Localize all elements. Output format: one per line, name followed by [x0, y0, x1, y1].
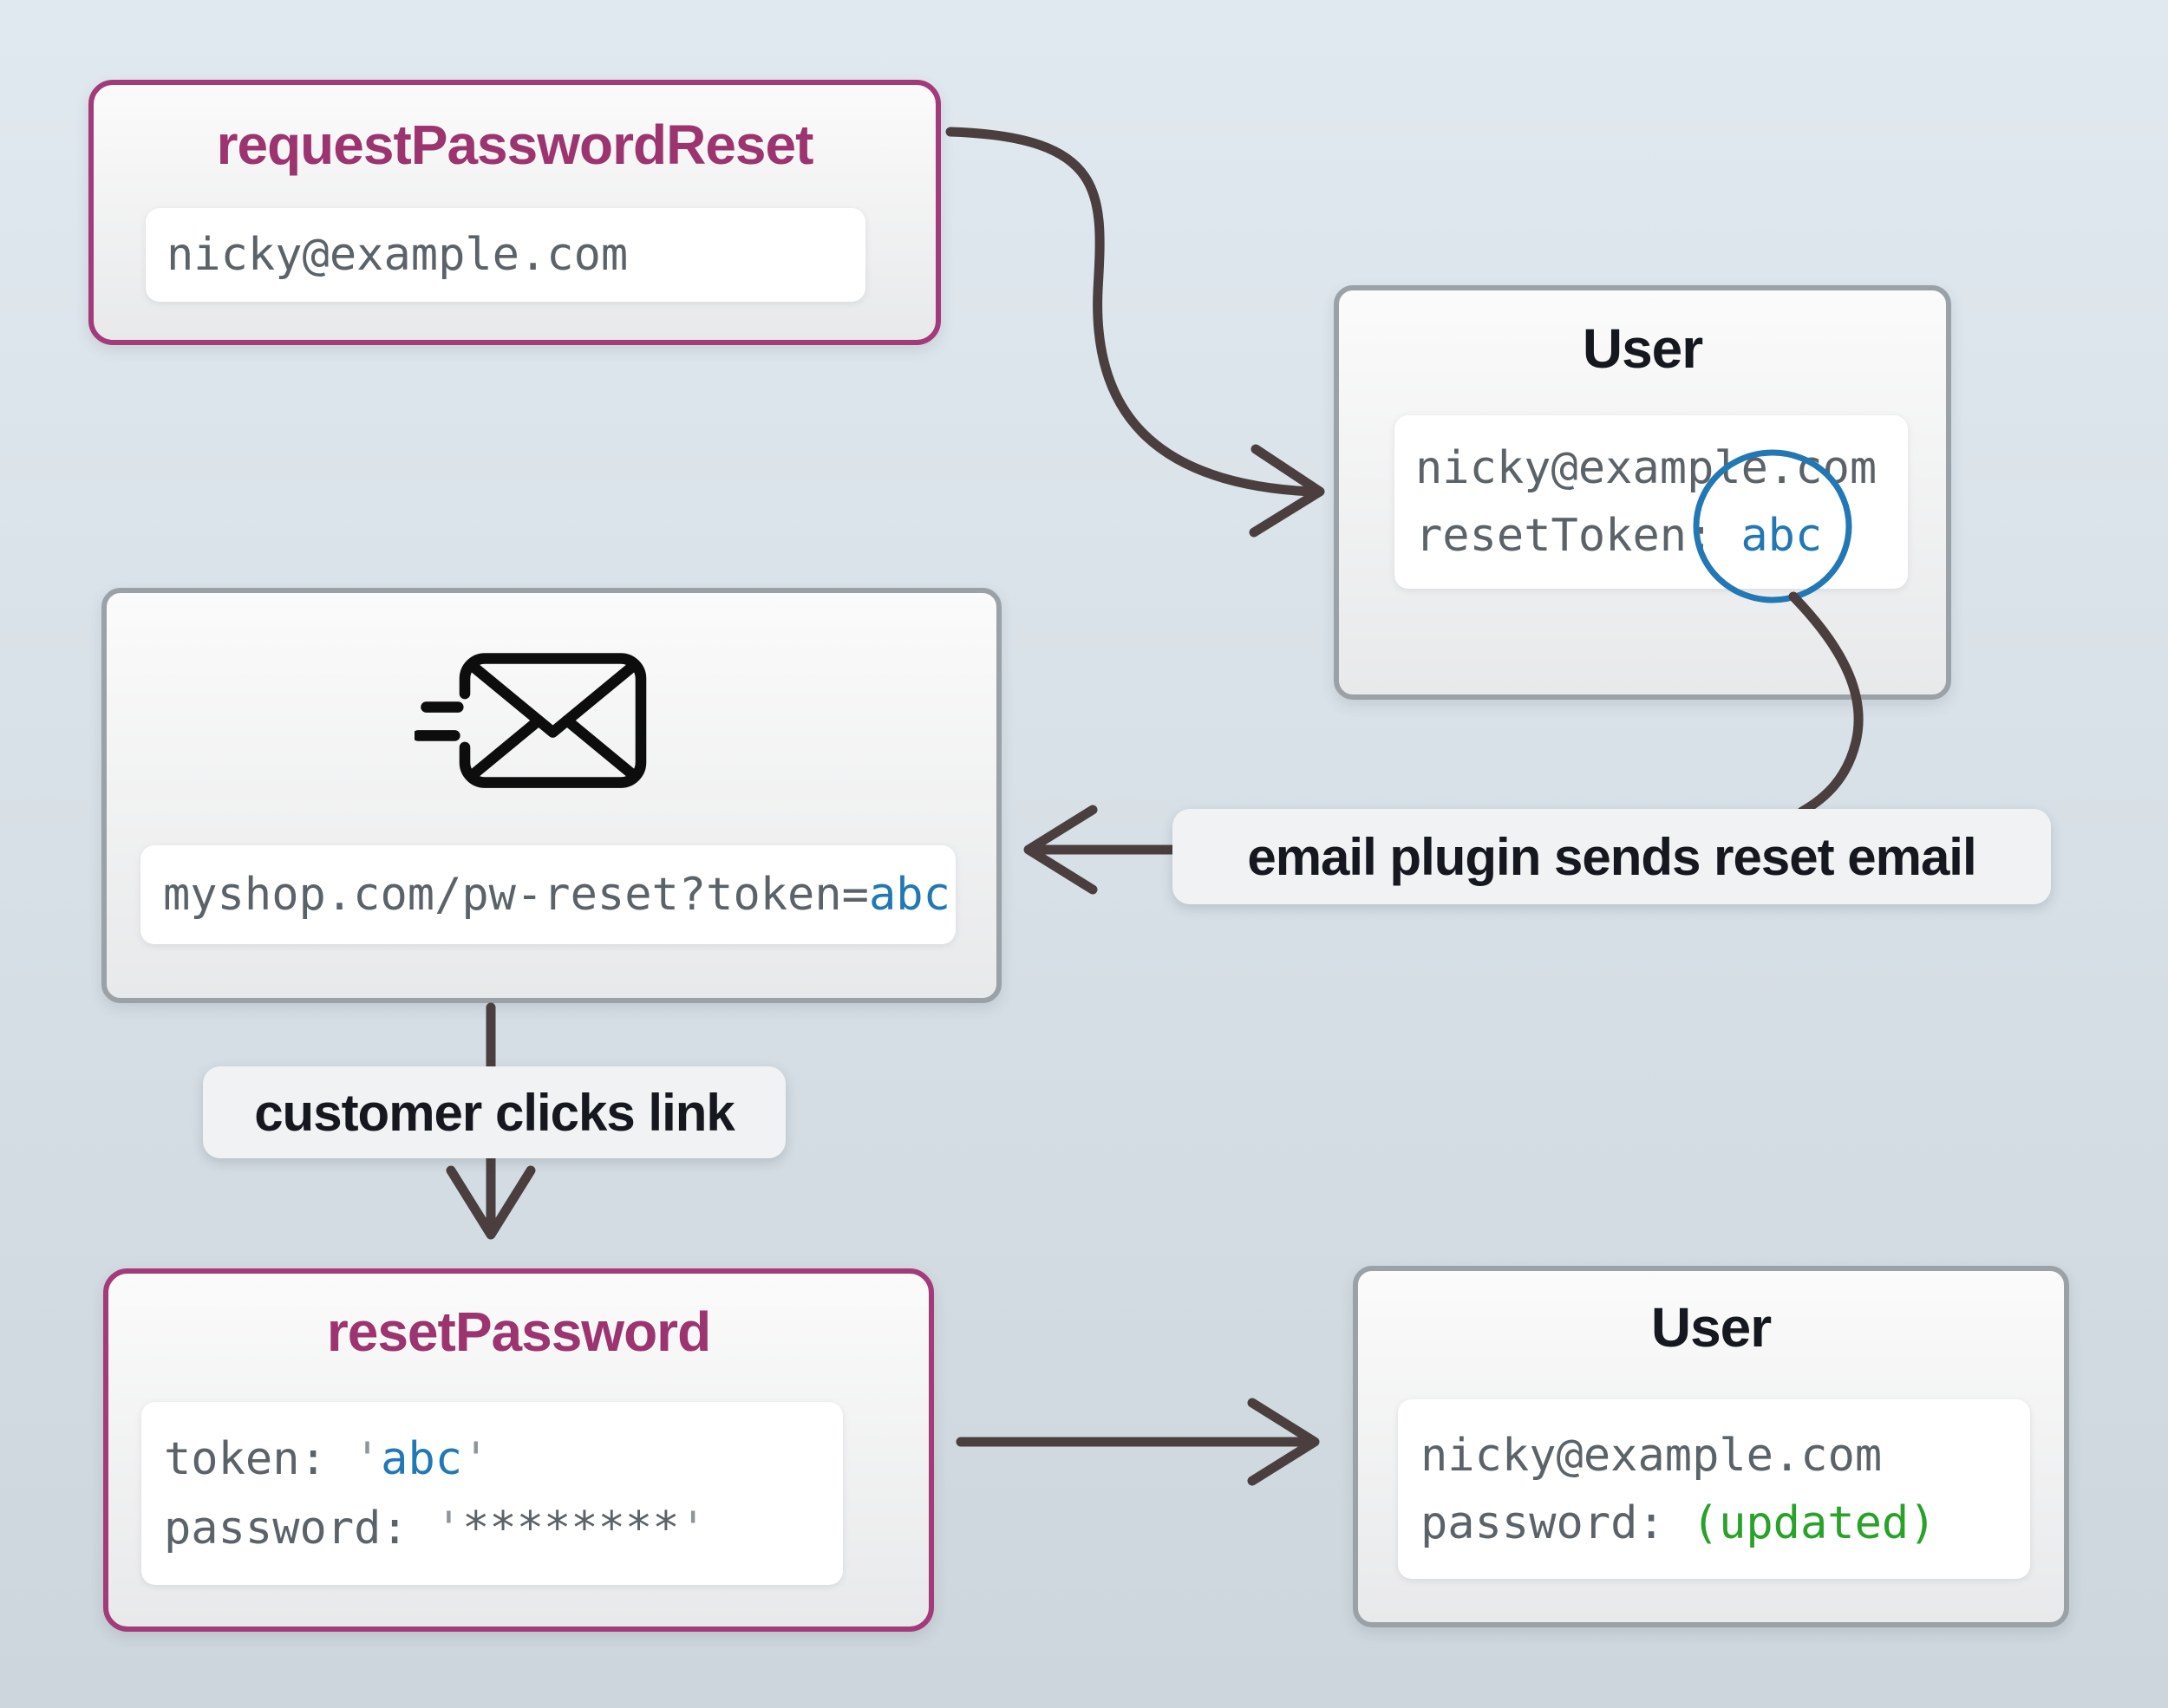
user-record-card: nicky@example.com password: (updated)	[1398, 1399, 2030, 1579]
email-plugin-annotation: email plugin sends reset email	[1172, 809, 2051, 904]
arrowhead-label-to-email-node	[1023, 805, 1098, 895]
user-title: User	[1650, 1296, 1772, 1359]
arrow-request-to-user	[945, 127, 1316, 497]
email-input-field: nicky@example.com	[146, 208, 865, 302]
reset-link-field: myshop.com/pw-reset?token=abc	[140, 845, 956, 944]
reset-token-line: resetToken: abc	[1415, 502, 1908, 570]
reset-token-value: abc	[1740, 510, 1823, 562]
user-record-card: nicky@example.com resetToken: abc	[1394, 415, 1908, 589]
customer-clicks-annotation: customer clicks link	[203, 1066, 786, 1158]
password-key: password:	[1420, 1497, 1665, 1549]
user-title: User	[1582, 317, 1703, 380]
password-mask: ********	[462, 1503, 680, 1555]
request-password-reset-node: requestPasswordReset nicky@example.com	[88, 80, 941, 345]
arrowhead-email-to-reset-password	[446, 1165, 536, 1240]
reset-email-node: myshop.com/pw-reset?token=abc	[101, 588, 1002, 1003]
password-updated-line: password: (updated)	[1420, 1490, 2030, 1557]
reset-password-args-card: token:'abc' password:'********'	[141, 1402, 843, 1585]
arrowhead-request-to-user	[1249, 444, 1325, 538]
user-email-line: nicky@example.com	[1420, 1422, 2030, 1490]
email-plugin-annotation-text: email plugin sends reset email	[1247, 827, 1976, 886]
token-value: abc	[381, 1433, 463, 1485]
password-key: password:	[164, 1503, 408, 1555]
email-value: nicky@example.com	[167, 229, 629, 281]
user-email-value: nicky@example.com	[1415, 442, 1877, 494]
reset-password-node: resetPassword token:'abc' password:'****…	[103, 1268, 934, 1632]
reset-password-title: resetPassword	[326, 1301, 711, 1363]
reset-url-token: abc	[868, 869, 950, 921]
reset-url-prefix: myshop.com/pw-reset?token=	[163, 869, 869, 921]
user-node-updated: User nicky@example.com password: (updated…	[1353, 1266, 2069, 1627]
customer-clicks-annotation-text: customer clicks link	[254, 1083, 735, 1142]
arrowhead-reset-password-to-user	[1247, 1398, 1320, 1486]
password-arg-line: password:'********'	[164, 1503, 707, 1555]
token-arg-line: token:'abc'	[164, 1433, 490, 1485]
token-key: token:	[164, 1433, 327, 1485]
request-password-reset-title: requestPasswordReset	[216, 114, 814, 176]
user-email-value: nicky@example.com	[1420, 1430, 1883, 1482]
password-updated-value: (updated)	[1691, 1497, 1936, 1549]
reset-token-key: resetToken:	[1415, 510, 1714, 562]
email-send-icon	[412, 642, 666, 805]
user-email-line: nicky@example.com	[1415, 434, 1908, 502]
user-node-with-token: User nicky@example.com resetToken: abc	[1334, 285, 1951, 700]
